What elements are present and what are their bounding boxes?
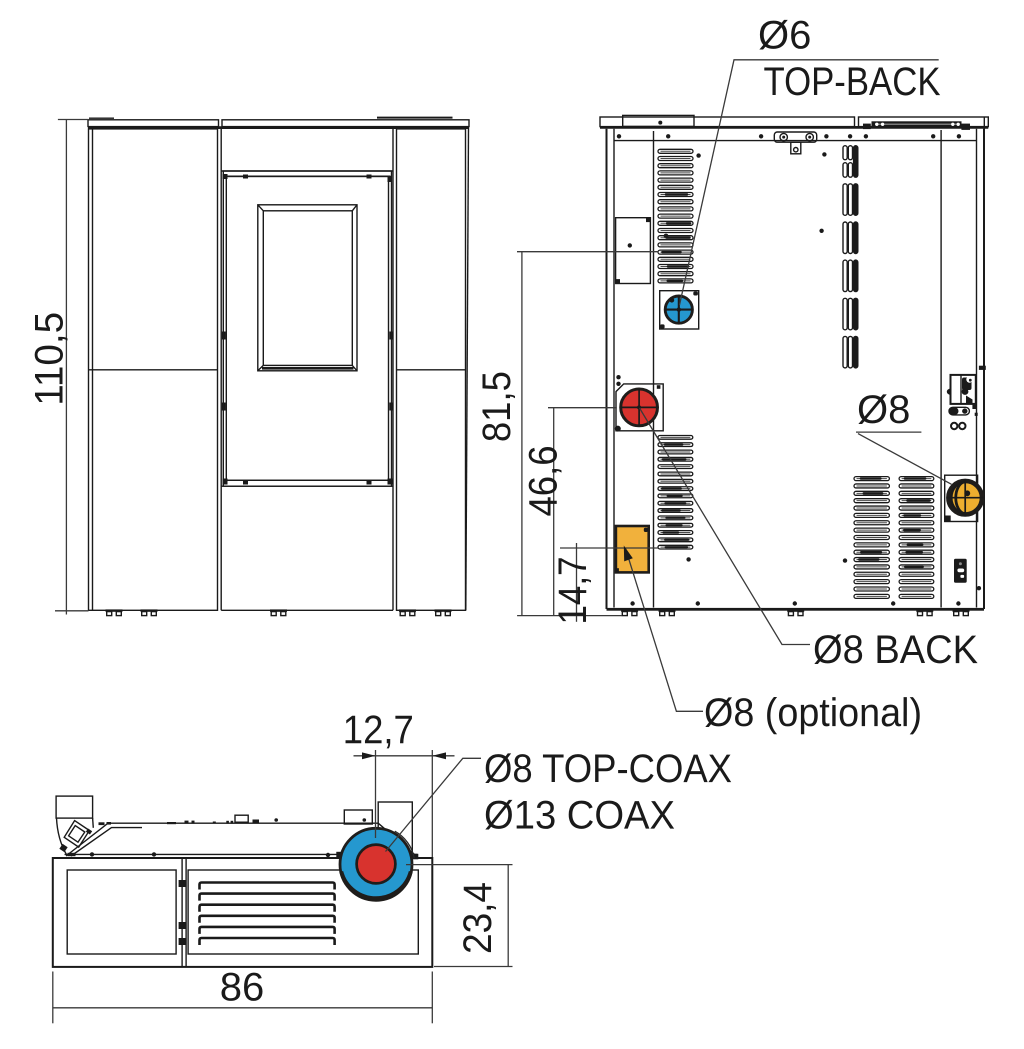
svg-text:12,7: 12,7 [343, 708, 414, 752]
svg-text:Ø13 COAX: Ø13 COAX [484, 794, 675, 838]
svg-text:14,7: 14,7 [551, 557, 595, 625]
svg-text:Ø6: Ø6 [758, 14, 811, 58]
svg-text:Ø8 (optional): Ø8 (optional) [704, 691, 922, 735]
svg-text:110,5: 110,5 [28, 312, 72, 406]
svg-text:TOP-BACK: TOP-BACK [763, 60, 940, 104]
svg-text:23,4: 23,4 [456, 882, 500, 954]
svg-text:Ø8: Ø8 [857, 388, 910, 432]
svg-text:86: 86 [220, 965, 265, 1009]
svg-text:81,5: 81,5 [475, 371, 519, 442]
svg-text:Ø8 BACK: Ø8 BACK [813, 628, 978, 672]
svg-text:46,6: 46,6 [522, 446, 566, 517]
svg-text:Ø8 TOP-COAX: Ø8 TOP-COAX [484, 747, 732, 791]
